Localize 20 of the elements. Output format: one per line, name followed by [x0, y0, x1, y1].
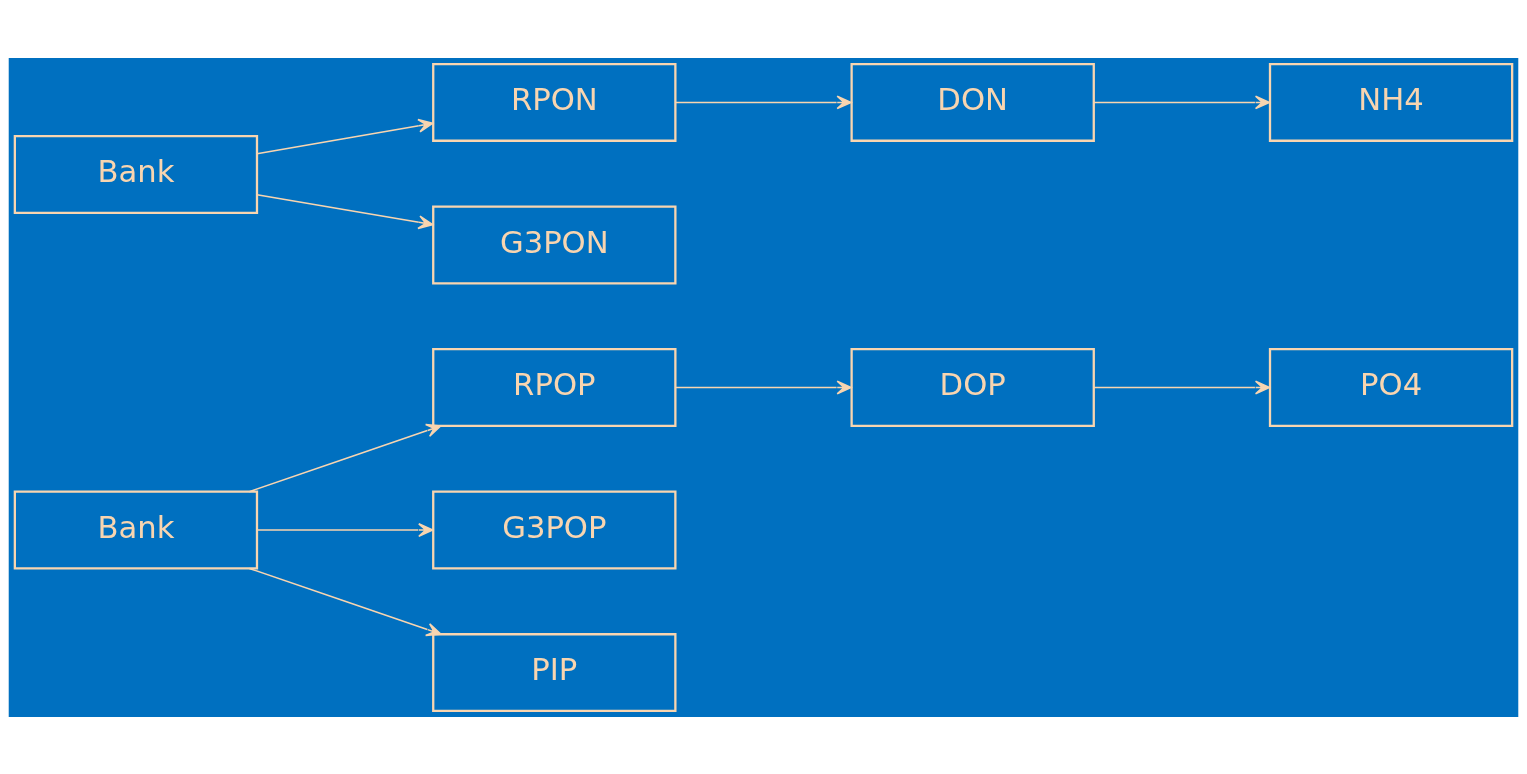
node-box: G3PON: [432, 205, 677, 284]
arrow: [674, 94, 852, 109]
arrow: [256, 522, 434, 537]
node-box: RPOP: [432, 347, 677, 427]
node-box: DOP: [850, 347, 1095, 427]
node-box: DON: [850, 62, 1095, 142]
arrow: [248, 567, 442, 636]
arrow: [1093, 94, 1271, 109]
arrow: [256, 193, 434, 229]
node-box: PO4: [1268, 347, 1514, 427]
arrow: [1093, 380, 1271, 394]
arrow: [256, 118, 434, 154]
node-box: NH4: [1268, 62, 1514, 142]
arrow: [248, 423, 442, 492]
node-box: G3POP: [432, 490, 677, 569]
node-box: Bank: [13, 490, 259, 569]
node-box: PIP: [432, 632, 677, 712]
arrow: [674, 380, 852, 394]
node-box: Bank: [13, 134, 259, 214]
node-box: RPON: [432, 62, 677, 142]
